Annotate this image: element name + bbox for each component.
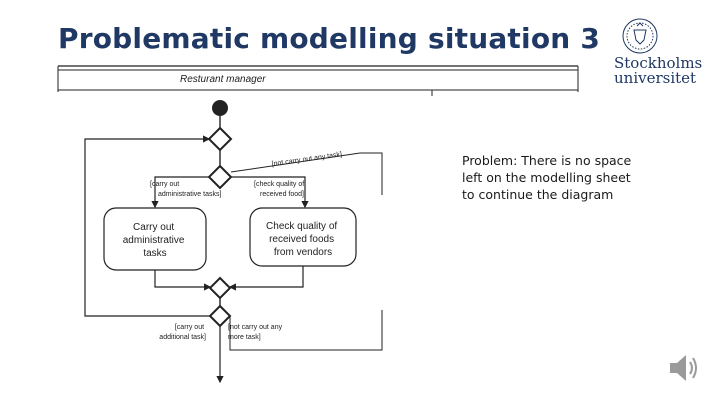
speaker-icon[interactable] xyxy=(664,348,704,388)
flow-quality-to-merge xyxy=(228,266,304,291)
merge-node-bottom xyxy=(208,276,232,300)
flow-loop-back xyxy=(84,135,211,317)
flow-admin-to-merge xyxy=(154,270,212,291)
guard-not-carry-bottom: [not carry out any more task] xyxy=(228,324,284,341)
guard-carry-additional: [carry out additional task] xyxy=(159,324,206,341)
action-admin-label: Carry out administrative tasks xyxy=(123,222,187,259)
swimlane-label: Resturant manager xyxy=(180,74,266,85)
action-quality-label: Check quality of received foods from ven… xyxy=(266,221,340,258)
decision-node xyxy=(207,164,233,190)
flow-to-admin xyxy=(151,176,209,209)
flow-not-carry-top xyxy=(230,152,383,195)
initial-node xyxy=(212,100,228,116)
university-logo-text: Stockholms universitet xyxy=(614,54,703,87)
flow-to-quality xyxy=(231,176,309,209)
swimlane-frame xyxy=(57,65,579,96)
decision-node-bottom xyxy=(208,304,232,328)
slide-title: Problematic modelling situation 3 xyxy=(58,22,601,55)
guard-carry-admin: [carry out administrative tasks] xyxy=(150,181,221,198)
flow-not-carry-bottom xyxy=(229,310,383,351)
university-seal-icon xyxy=(622,18,658,54)
guard-not-carry-top: [not carry out any task] xyxy=(271,151,342,168)
merge-node-top xyxy=(207,126,233,152)
problem-note: Problem: There is no space left on the m… xyxy=(462,153,632,202)
guard-check-quality: [check quality of received food] xyxy=(254,181,306,198)
